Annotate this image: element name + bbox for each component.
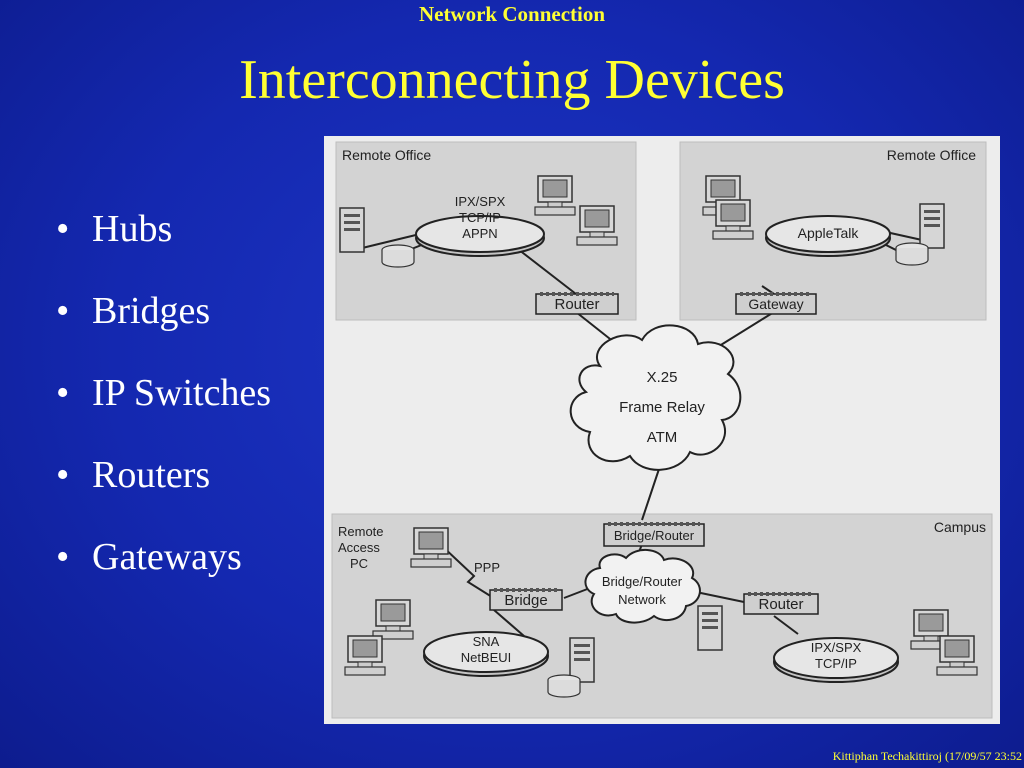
ring-appletalk-label: AppleTalk <box>798 225 860 241</box>
router-box-top <box>535 292 619 315</box>
disk-icon <box>381 244 415 268</box>
pc-icon <box>936 635 978 676</box>
server-icon <box>339 207 365 253</box>
gateway-label: Gateway <box>748 296 803 312</box>
bridge-box <box>489 588 563 611</box>
ring-sna-line-2: NetBEUI <box>461 650 512 665</box>
server-icon <box>919 203 945 249</box>
pc-icon <box>712 199 754 240</box>
bullet-dot: • <box>56 208 70 250</box>
bridge-router-label: Bridge/Router <box>614 528 695 543</box>
pc-icon <box>576 205 618 246</box>
remote-access-line-3: PC <box>350 556 368 571</box>
remote-office-right-label: Remote Office <box>887 147 976 163</box>
campus-cloud <box>584 549 701 624</box>
bridge-label: Bridge <box>504 592 547 609</box>
wan-cloud-line-3: ATM <box>647 429 678 446</box>
pc-icon <box>534 175 576 216</box>
remote-access-line-2: Access <box>338 540 380 555</box>
wan-cloud-line-2: Frame Relay <box>619 399 705 416</box>
bridge-router-box <box>603 522 705 547</box>
bullet-item: •Hubs <box>56 188 271 270</box>
wan-cloud <box>569 324 742 471</box>
ring-left-line-1: IPX/SPX <box>455 194 506 209</box>
slide-title: Interconnecting Devices <box>239 49 785 111</box>
connection-lines <box>353 231 923 637</box>
ring-ipx-tcp-campus <box>773 637 899 683</box>
ring-sna-netbeui <box>423 631 549 677</box>
bullet-item: •IP Switches <box>56 352 271 434</box>
ring-sna-line-1: SNA <box>473 634 500 649</box>
ppp-label: PPP <box>474 560 500 575</box>
bullet-item: •Bridges <box>56 270 271 352</box>
slide-header: Network Connection <box>418 2 606 26</box>
bullet-item: •Routers <box>56 434 271 516</box>
disk-icon <box>547 674 581 698</box>
campus-cloud-line-2: Network <box>618 592 666 607</box>
pc-icon <box>344 635 386 676</box>
server-icon <box>697 605 723 651</box>
ring-left-line-2: TCP/IP <box>459 210 501 225</box>
ring-appletalk <box>765 215 891 257</box>
bullet-list: •Hubs •Bridges •IP Switches •Routers •Ga… <box>56 188 271 598</box>
pc-icon <box>410 527 452 568</box>
ring-ipx-campus-line-2: TCP/IP <box>815 656 857 671</box>
pc-icon <box>372 599 414 640</box>
router-box-campus <box>743 592 819 615</box>
bullet-dot: • <box>56 536 70 578</box>
network-diagram: Remote Office Remote Office Campus IPX/S… <box>324 136 1000 724</box>
bullet-item: •Gateways <box>56 516 271 598</box>
remote-access-line-1: Remote <box>338 524 384 539</box>
bullet-dot: • <box>56 290 70 332</box>
bullet-dot: • <box>56 372 70 414</box>
gateway-box <box>735 292 817 315</box>
campus-label: Campus <box>934 519 986 535</box>
remote-office-left-label: Remote Office <box>342 147 431 163</box>
ring-left-line-3: APPN <box>462 226 497 241</box>
router-top-label: Router <box>554 296 599 313</box>
wan-cloud-line-1: X.25 <box>647 369 678 386</box>
ring-ipx-tcp-appn <box>415 215 545 257</box>
footer-credit: Kittiphan Techakittiroj (17/09/57 23:52 <box>832 749 1022 763</box>
disk-icon <box>895 242 929 266</box>
network-diagram-svg: Remote Office Remote Office Campus IPX/S… <box>331 141 993 719</box>
ring-ipx-campus-line-1: IPX/SPX <box>811 640 862 655</box>
campus-cloud-line-1: Bridge/Router <box>602 574 683 589</box>
bullet-dot: • <box>56 454 70 496</box>
router-campus-label: Router <box>758 596 803 613</box>
